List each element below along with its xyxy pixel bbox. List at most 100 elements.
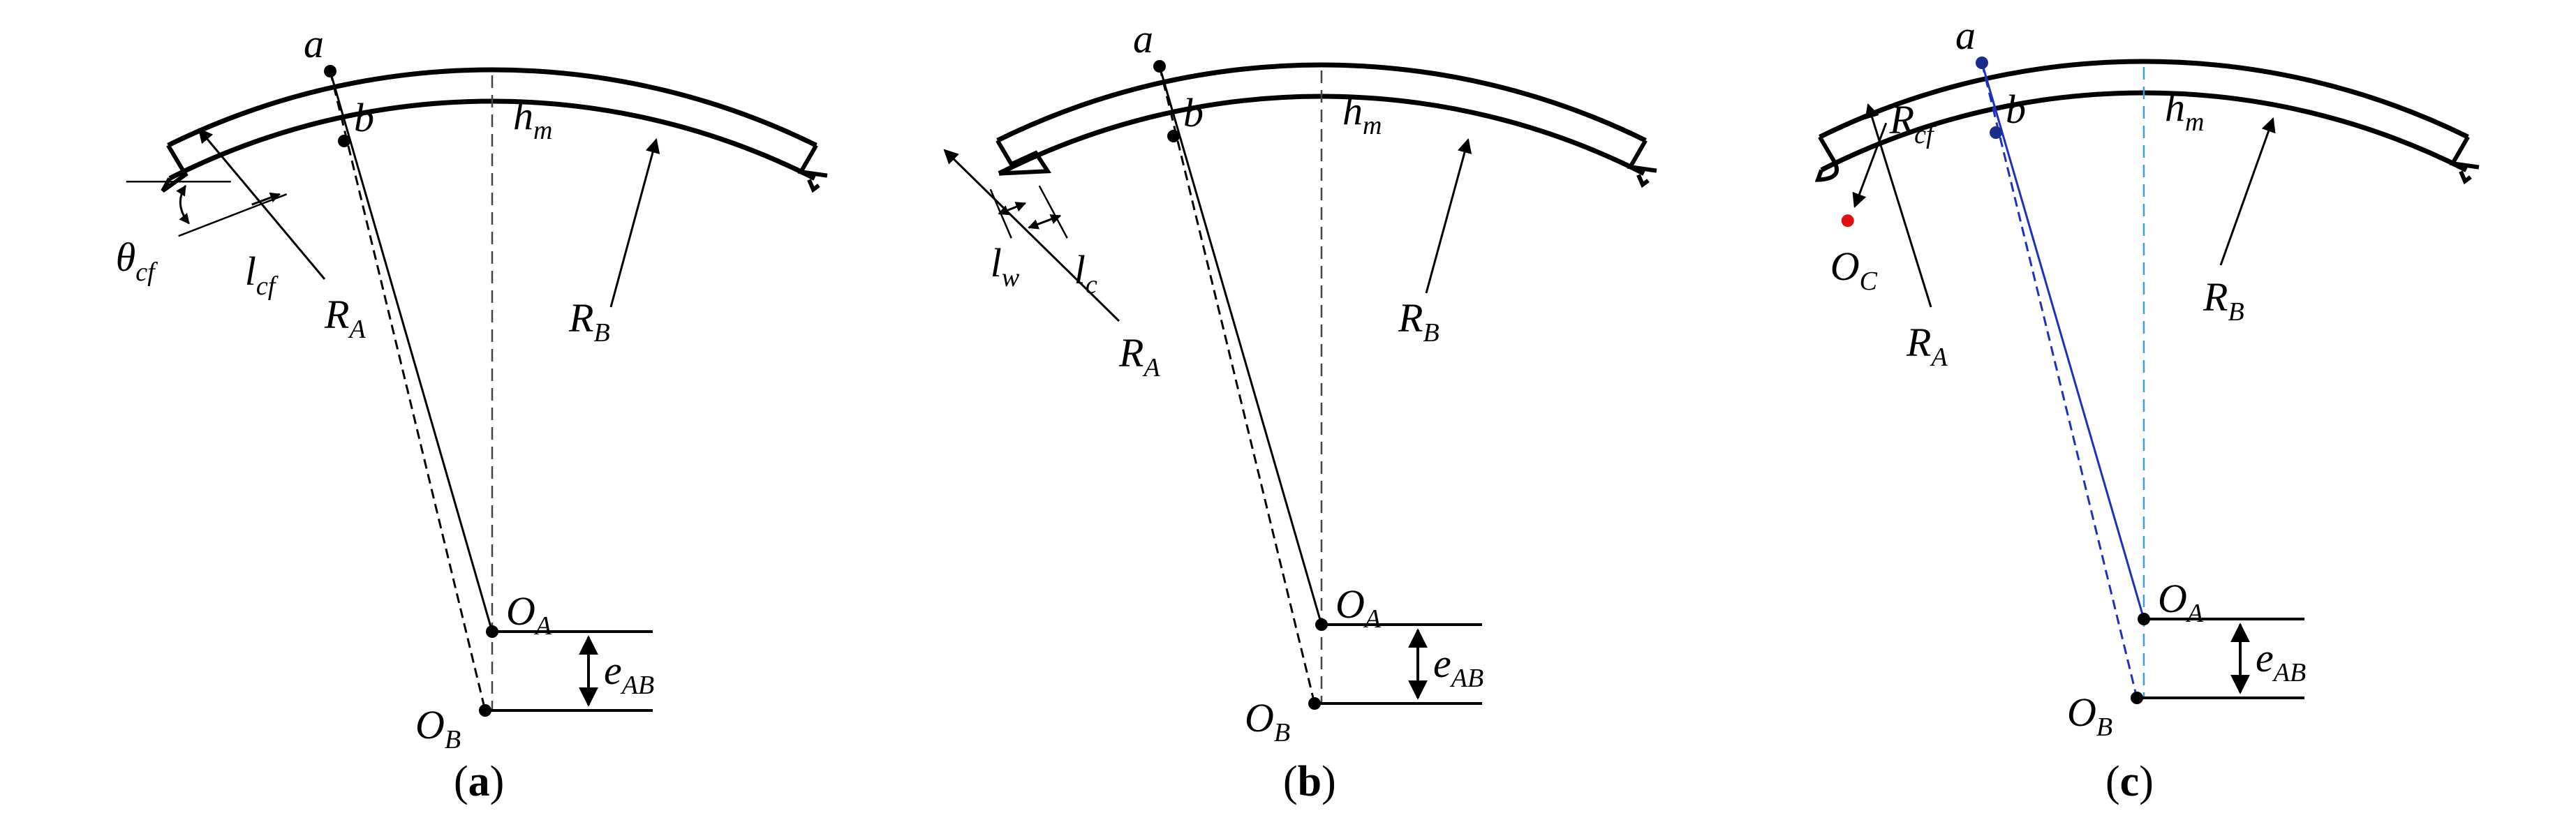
label-eab-subscript: AB	[2272, 658, 2306, 687]
panel-caption: (b)	[1283, 758, 1336, 805]
label-b: b	[1183, 90, 1204, 135]
label-oa-base: O	[2158, 576, 2187, 621]
label-a: a	[1955, 13, 1976, 58]
point-ob-dot	[1308, 697, 1321, 710]
label-eab: eAB	[604, 648, 654, 700]
point-ob-dot	[2131, 692, 2143, 704]
point-b-dot	[1167, 130, 1180, 142]
label-hm-subscript: m	[1363, 111, 1382, 140]
label-eab-base: e	[1433, 641, 1451, 686]
label-ra-subscript: A	[1929, 343, 1948, 372]
outer-arc	[167, 67, 817, 148]
label-rb-subscript: B	[1423, 318, 1439, 348]
point-a-dot	[1153, 60, 1166, 73]
label-theta-cf: θcf	[116, 234, 158, 287]
lcf-dimension-line	[178, 193, 288, 237]
ra-leader	[1865, 103, 1932, 308]
rcf-leader	[1852, 122, 1888, 209]
point-oa-dot	[1315, 618, 1328, 631]
label-ob-subscript: B	[445, 725, 461, 754]
left-step	[995, 139, 1052, 176]
label-r-cf-subscript: cf	[1914, 120, 1937, 149]
label-l-cf-base: l	[245, 248, 256, 294]
lc-arrow	[1028, 214, 1062, 230]
label-r-cf: Rcf	[1889, 97, 1937, 149]
label-hm-base: h	[1342, 88, 1363, 133]
left-chamfer	[161, 144, 188, 193]
label-l-cf: lcf	[245, 248, 279, 301]
label-rb-base: R	[568, 295, 593, 341]
radius-line-ob	[329, 70, 487, 711]
label-ob-base: O	[2067, 690, 2096, 735]
left-round	[1814, 135, 1839, 182]
caption-letter: b	[1298, 758, 1322, 805]
caption-close-paren: )	[2139, 758, 2154, 805]
radius-line-oa	[329, 70, 494, 632]
label-hm-subscript: m	[2185, 107, 2204, 137]
label-ra-base: R	[1906, 320, 1931, 365]
label-eab: eAB	[2256, 635, 2306, 687]
label-ra-base: R	[324, 292, 349, 337]
panel-caption: (a)	[454, 758, 504, 805]
right-end	[1627, 139, 1657, 188]
label-ob-base: O	[415, 702, 445, 747]
caption-open-paren: (	[2105, 758, 2120, 805]
label-r-cf-base: R	[1889, 97, 1914, 142]
label-rb-base: R	[1398, 295, 1423, 341]
point-b-dot	[338, 135, 350, 147]
right-end	[797, 144, 828, 193]
rb-leader	[1425, 137, 1472, 294]
label-rb: RB	[2203, 274, 2244, 327]
point-b-dot	[1990, 126, 2002, 139]
point-oc-dot	[1841, 214, 1854, 228]
label-ob-subscript: B	[2096, 713, 2112, 742]
point-a-dot	[324, 65, 336, 77]
label-o-c-base: O	[1830, 244, 1860, 289]
right-end	[2449, 135, 2480, 185]
radius-line-ob	[1981, 62, 2138, 699]
label-hm-subscript: m	[533, 116, 552, 145]
label-l-w-base: l	[991, 240, 1002, 285]
ra-leader	[943, 149, 1120, 322]
label-l-w-subscript: w	[1002, 263, 1020, 292]
caption-close-paren: )	[490, 758, 505, 805]
lw-arrow	[998, 202, 1027, 216]
label-theta-cf-subscript: cf	[135, 258, 158, 287]
label-l-cf-subscript: cf	[256, 271, 279, 301]
label-hm-base: h	[2165, 84, 2185, 130]
label-hm: hm	[513, 93, 552, 145]
radius-line-ob	[1158, 66, 1316, 704]
caption-open-paren: (	[454, 758, 468, 805]
label-o-c: OC	[1830, 244, 1878, 296]
caption-letter: a	[468, 758, 490, 805]
point-ob-dot	[479, 704, 491, 717]
label-l-c: lc	[1074, 247, 1097, 299]
point-oa-dot	[486, 625, 498, 638]
label-oa: OA	[2158, 576, 2204, 628]
label-rb: RB	[568, 295, 610, 348]
caption-open-paren: (	[1283, 758, 1298, 805]
label-oa-base: O	[506, 588, 535, 634]
theta-arc	[176, 184, 190, 225]
label-ra: RA	[1118, 330, 1160, 382]
label-oa-subscript: A	[2185, 599, 2204, 628]
label-b: b	[354, 95, 374, 140]
label-l-c-subscript: c	[1086, 270, 1097, 299]
label-hm: hm	[2165, 84, 2204, 137]
radius-line-oa	[1981, 62, 2145, 620]
label-eab-base: e	[604, 648, 622, 693]
label-eab-subscript: AB	[620, 671, 654, 700]
label-rb-base: R	[2203, 274, 2228, 320]
label-ob: OB	[2067, 690, 2112, 742]
label-oa-subscript: A	[533, 611, 552, 641]
label-ob: OB	[1245, 695, 1290, 747]
label-hm: hm	[1342, 88, 1382, 140]
outer-arc	[996, 62, 1647, 143]
label-a: a	[1133, 16, 1153, 61]
label-l-c-base: l	[1074, 247, 1086, 292]
lc-extension	[1038, 185, 1068, 239]
label-ra-base: R	[1118, 330, 1143, 375]
